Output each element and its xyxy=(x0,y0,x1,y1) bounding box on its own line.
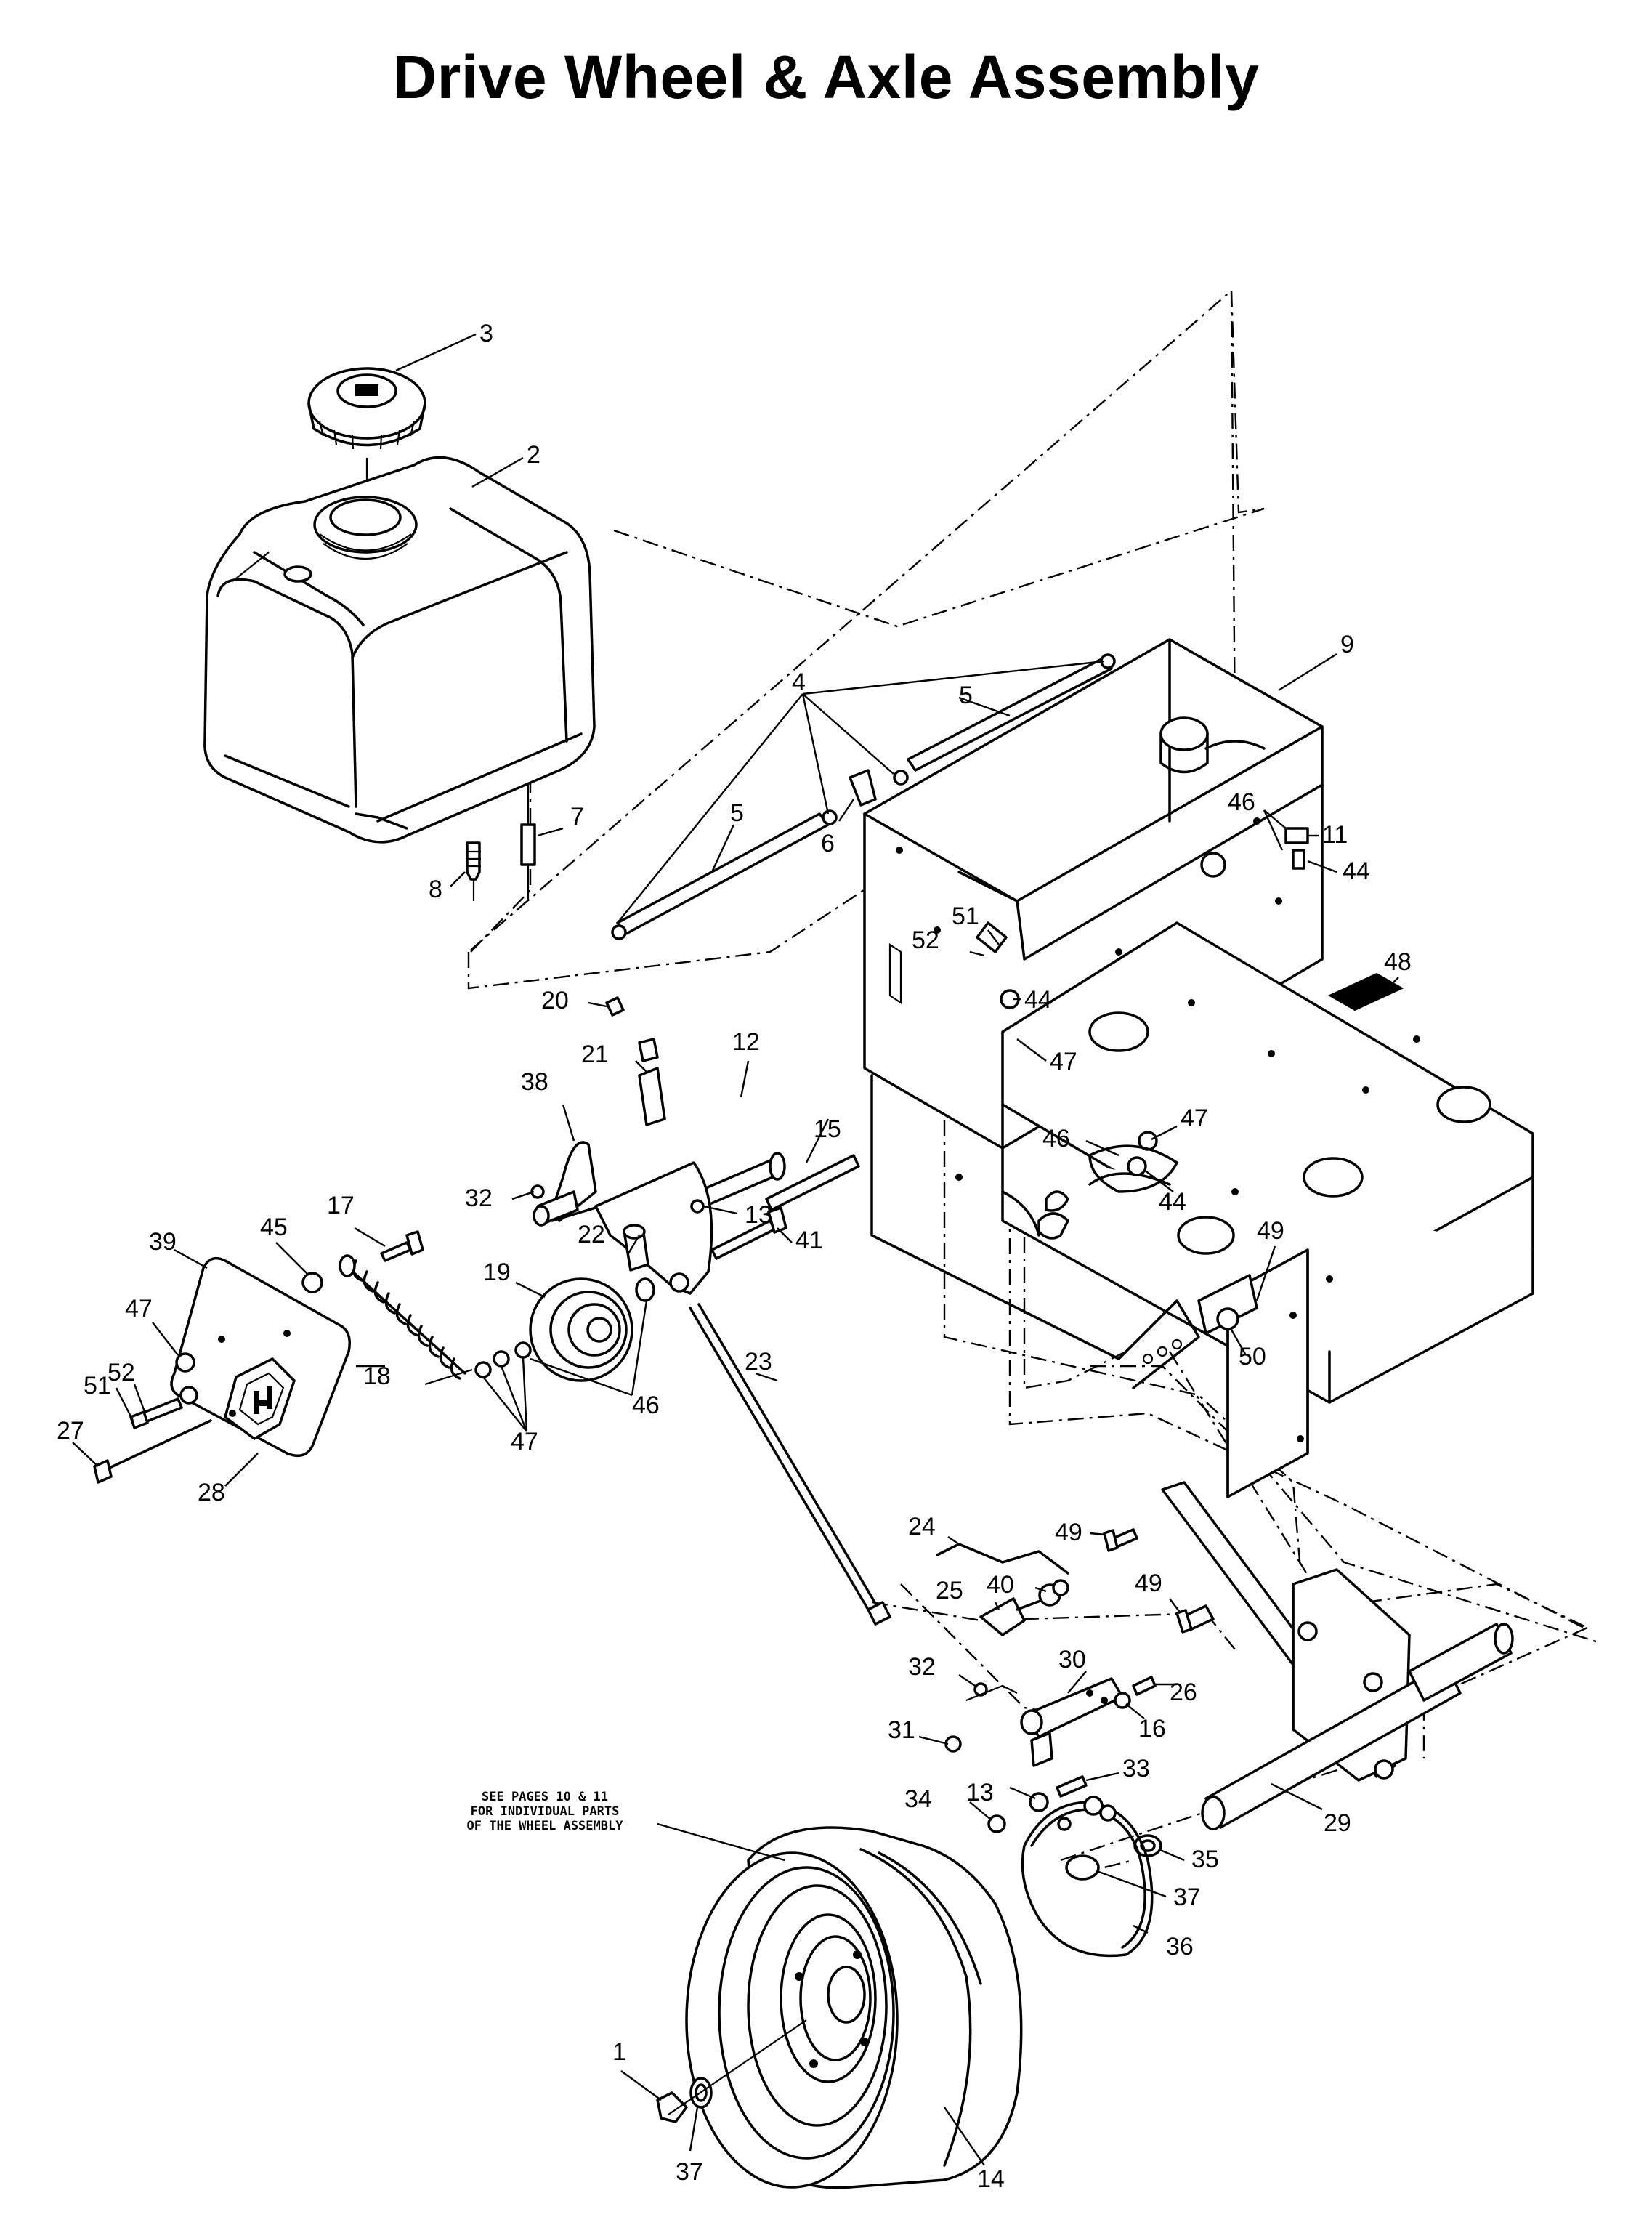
callout-47-mid: 47 xyxy=(1050,1048,1077,1075)
idler-group xyxy=(301,996,891,1626)
callout-20: 20 xyxy=(541,987,569,1014)
callout-50: 50 xyxy=(1239,1343,1266,1370)
callout-8: 8 xyxy=(429,876,442,903)
callout-3: 3 xyxy=(479,320,493,347)
wheel-assembly-note: SEE PAGES 10 & 11 FOR INDIVIDUAL PARTS O… xyxy=(467,1790,624,1833)
callout-11: 11 xyxy=(1322,821,1348,849)
fuel-tank xyxy=(203,456,596,844)
callout-19: 19 xyxy=(483,1259,511,1286)
callout-46-upper: 46 xyxy=(1228,788,1255,816)
callout-7: 7 xyxy=(570,803,584,831)
callout-40: 40 xyxy=(987,1571,1014,1599)
callout-32-lower: 32 xyxy=(908,1653,936,1681)
callout-33: 33 xyxy=(1122,1755,1150,1782)
callout-48: 48 xyxy=(1384,948,1412,976)
callout-4: 4 xyxy=(792,669,806,696)
callout-29: 29 xyxy=(1324,1809,1351,1837)
callout-2: 2 xyxy=(527,441,540,469)
callout-51-upper: 51 xyxy=(952,902,979,930)
callout-6: 6 xyxy=(821,830,835,857)
callout-47-right: 47 xyxy=(1181,1105,1208,1132)
callout-25: 25 xyxy=(936,1577,963,1604)
callout-34: 34 xyxy=(904,1785,932,1813)
callout-numbers: 3 2 9 4 5 5 6 7 8 46 11 44 48 51 52 44 4… xyxy=(57,320,1412,2193)
callout-22: 22 xyxy=(578,1221,605,1248)
callout-52-upper: 52 xyxy=(912,926,939,954)
callout-44-mid: 44 xyxy=(1024,986,1052,1014)
callout-52-left: 52 xyxy=(108,1359,135,1386)
callout-37-right: 37 xyxy=(1173,1883,1201,1911)
callout-27: 27 xyxy=(57,1417,84,1445)
callout-5-lower: 5 xyxy=(730,799,744,827)
callout-23: 23 xyxy=(745,1348,772,1376)
callout-41: 41 xyxy=(795,1227,823,1254)
callout-26: 26 xyxy=(1170,1679,1197,1706)
callout-37-bottom: 37 xyxy=(676,2158,703,2186)
callout-17: 17 xyxy=(327,1192,355,1219)
callout-13-upper: 13 xyxy=(745,1201,772,1229)
callout-39: 39 xyxy=(149,1228,177,1256)
callout-12: 12 xyxy=(732,1028,760,1056)
callout-49-lower: 49 xyxy=(1135,1570,1162,1597)
note-line-2: FOR INDIVIDUAL PARTS xyxy=(471,1804,620,1819)
callout-45: 45 xyxy=(260,1214,288,1241)
linkage-parts xyxy=(936,1481,1514,1958)
callout-5-upper: 5 xyxy=(959,682,973,709)
fuel-fittings xyxy=(466,785,536,901)
callout-24: 24 xyxy=(908,1513,936,1540)
callout-44-right: 44 xyxy=(1159,1188,1186,1216)
callout-14: 14 xyxy=(977,2165,1005,2193)
callout-1: 1 xyxy=(612,2038,626,2066)
page-title: Drive Wheel & Axle Assembly xyxy=(392,43,1260,111)
callout-46-lower: 46 xyxy=(632,1392,660,1419)
callout-13-lower: 13 xyxy=(966,1779,994,1806)
fuel-cap xyxy=(307,367,426,509)
callout-35: 35 xyxy=(1191,1846,1219,1873)
callout-46-right: 46 xyxy=(1042,1125,1070,1152)
leader-lines xyxy=(72,333,1399,2166)
callout-47-left: 47 xyxy=(125,1295,153,1322)
callout-15: 15 xyxy=(814,1115,841,1143)
callout-44-upper: 44 xyxy=(1343,857,1370,885)
cover-plate xyxy=(93,1256,351,1484)
callout-32-upper: 32 xyxy=(465,1184,493,1212)
callout-21: 21 xyxy=(581,1041,609,1068)
callout-49-upper: 49 xyxy=(1257,1217,1284,1245)
callout-9: 9 xyxy=(1340,631,1354,658)
note-line-3: OF THE WHEEL ASSEMBLY xyxy=(467,1819,624,1833)
callout-49-mid: 49 xyxy=(1055,1519,1082,1546)
main-frame xyxy=(863,638,1534,1498)
callout-38: 38 xyxy=(521,1068,548,1096)
callout-30: 30 xyxy=(1058,1646,1086,1673)
connecting-rods xyxy=(611,653,1143,940)
callout-47-lower: 47 xyxy=(511,1428,538,1455)
callout-31: 31 xyxy=(888,1716,915,1744)
callout-16: 16 xyxy=(1138,1715,1166,1742)
callout-36: 36 xyxy=(1166,1933,1194,1960)
callout-51-left: 51 xyxy=(84,1372,111,1400)
callout-28: 28 xyxy=(198,1479,225,1506)
callout-18: 18 xyxy=(363,1362,391,1390)
note-line-1: SEE PAGES 10 & 11 xyxy=(482,1790,608,1804)
drive-wheel xyxy=(656,1826,1023,2189)
